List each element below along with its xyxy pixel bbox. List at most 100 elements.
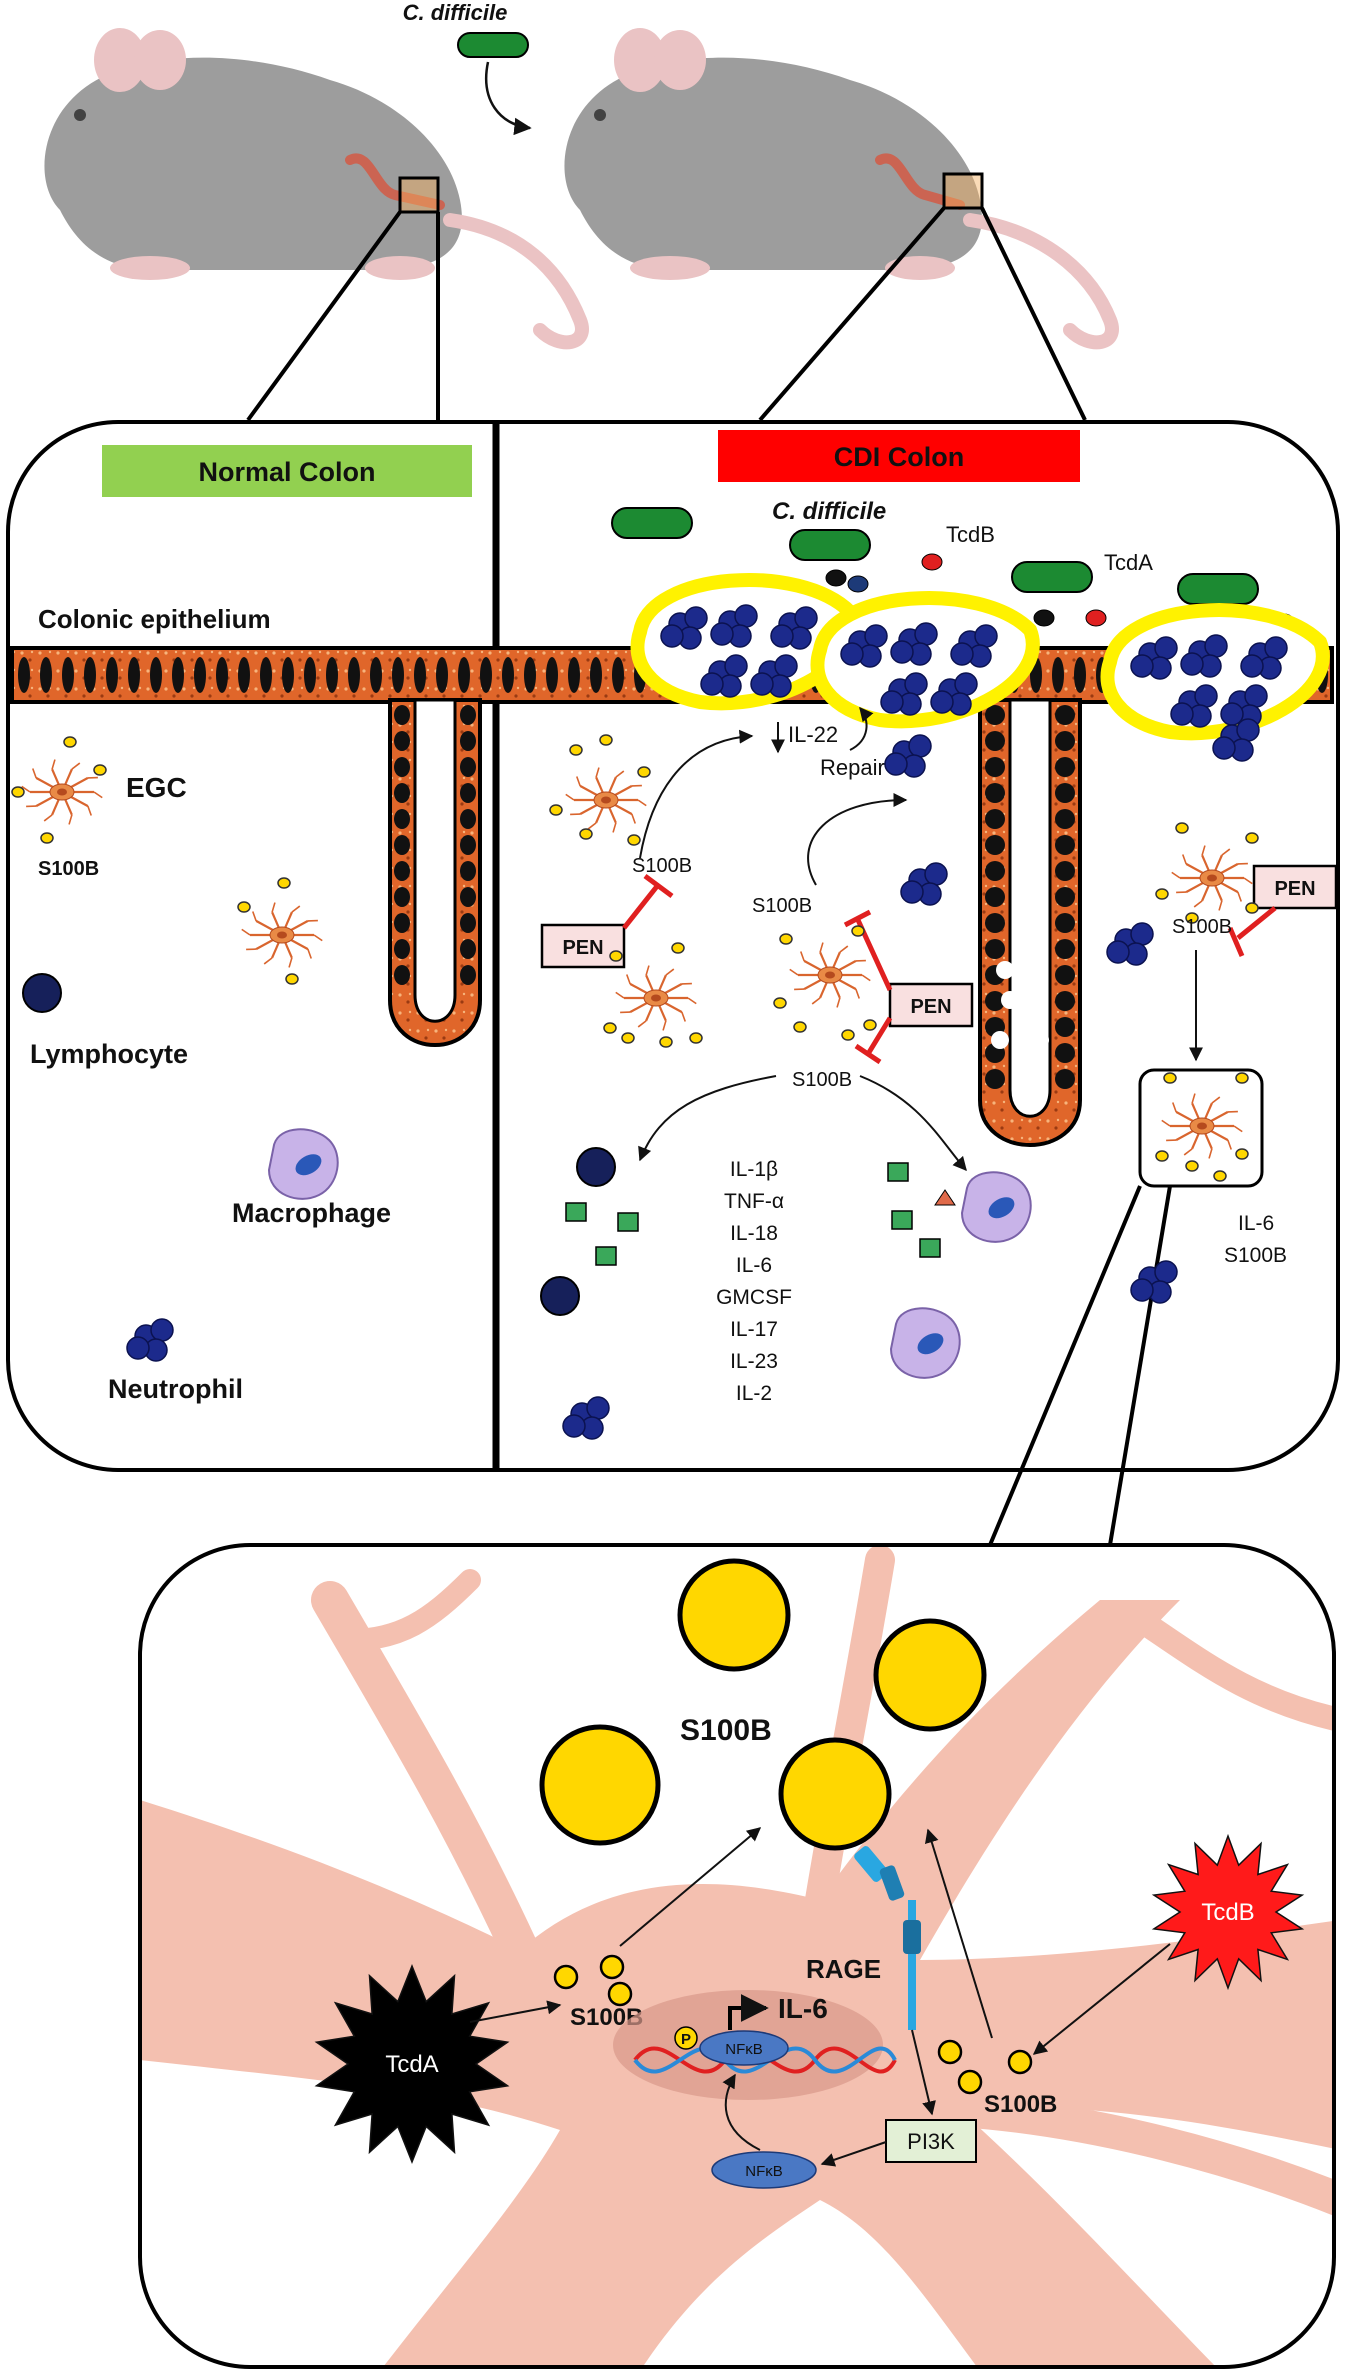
neutrophil-label: Neutrophil (108, 1374, 243, 1404)
egc-zoom-box (1138, 1068, 1264, 1188)
cytokine-triangle (934, 1189, 956, 1206)
mouse-cdi (564, 28, 1119, 350)
epithelial-nucleus (985, 731, 1005, 751)
epithelial-nucleus (985, 757, 1005, 777)
epithelial-nucleus (304, 657, 316, 693)
epithelial-nucleus (436, 657, 448, 693)
epithelial-nucleus (370, 657, 382, 693)
cdi-colon-banner (718, 430, 1080, 482)
enteric-glia-cell-body (142, 1547, 1332, 2365)
s100b-label: S100B (1172, 916, 1232, 938)
cytokine-square (617, 1212, 639, 1232)
macrophage-label: Macrophage (232, 1198, 391, 1228)
lymphocyte-icon (22, 973, 62, 1013)
epithelial-nucleus (1055, 991, 1075, 1011)
epithelial-nucleus (1055, 705, 1075, 725)
cytokine-label: IL-2 (736, 1382, 772, 1405)
epithelial-nucleus (194, 657, 206, 693)
s100b-small (1007, 2049, 1033, 2075)
cytokine-square (891, 1210, 913, 1230)
toxin-particle (1085, 609, 1107, 627)
epithelial-nucleus (460, 835, 476, 855)
epithelial-nucleus (1055, 757, 1075, 777)
rage-label: RAGE (806, 1954, 881, 1984)
s100b-label: S100B (38, 858, 99, 880)
cytokine-square (595, 1246, 617, 1266)
nfkb-free (711, 2151, 817, 2189)
epithelial-nucleus (985, 1069, 1005, 1089)
tcdb-toxin-icon (1151, 1833, 1305, 1991)
epithelial-nucleus (18, 657, 30, 693)
transcription-arrow (728, 1994, 769, 2030)
damage-spot (1031, 1031, 1049, 1049)
normal-colon-banner (102, 445, 472, 497)
svg-text:PEN: PEN (1274, 878, 1315, 900)
s100b-small (957, 2069, 983, 2095)
cytokine-label: TNF-α (724, 1190, 784, 1213)
epithelial-nucleus (460, 809, 476, 829)
egc-cell (549, 734, 651, 846)
cytokine-label: IL-23 (730, 1350, 778, 1373)
bacterium-icon (1011, 561, 1093, 593)
epithelial-nucleus (260, 657, 272, 693)
cytokine-label: IL-18 (730, 1222, 778, 1245)
cytokine-label: IL-1β (730, 1158, 778, 1181)
arrow (722, 2073, 761, 2151)
tcda-toxin-icon (314, 1963, 510, 2165)
epithelial-nucleus (985, 835, 1005, 855)
toxin-particle (1033, 609, 1055, 627)
epithelial-nucleus (985, 991, 1005, 1011)
epithelial-nucleus (1055, 861, 1075, 881)
arrow (619, 1827, 762, 1947)
infection-arrow (485, 61, 532, 136)
epithelial-nucleus (458, 657, 470, 693)
epithelial-nucleus (460, 757, 476, 777)
nfkb-bound (699, 2030, 789, 2066)
epithelial-nucleus (524, 657, 536, 693)
epithelial-nucleus (394, 965, 410, 985)
epithelial-nucleus (348, 657, 360, 693)
epithelial-nucleus (480, 657, 492, 693)
arrow (820, 2141, 887, 2167)
s100b-protein (873, 1618, 987, 1732)
epithelial-nucleus (172, 657, 184, 693)
arrow (638, 1075, 777, 1162)
connector-line (1108, 1185, 1172, 1546)
s100b-protein (778, 1737, 892, 1851)
s100b-small (553, 1964, 579, 1990)
pi3k-label: PI3K (907, 2129, 955, 2154)
epithelial-nucleus (1055, 913, 1075, 933)
damage-spot (996, 961, 1014, 979)
il22-label: IL-22 (788, 722, 838, 747)
epithelial-nucleus (394, 809, 410, 829)
rage-receptor (854, 1846, 921, 2030)
epithelial-nucleus (460, 913, 476, 933)
epithelial-nucleus (1055, 783, 1075, 803)
connector-line (758, 206, 946, 422)
s100b-label: S100B (984, 2091, 1057, 2118)
phosphate-label: P (681, 2031, 691, 2048)
connector-line (246, 210, 402, 422)
nfkb-label: NFκB (745, 2163, 783, 2180)
s100b-protein (677, 1558, 791, 1672)
epithelial-nucleus (612, 657, 624, 693)
epithelial-nucleus (84, 657, 96, 693)
egc-cell (237, 877, 323, 985)
egc-cell (773, 925, 877, 1041)
cytokine-label: IL-6 (736, 1254, 772, 1277)
svg-text:PEN: PEN (910, 996, 951, 1018)
epithelial-nucleus (1055, 939, 1075, 959)
connector-line (980, 207, 1087, 421)
epithelial-nucleus (128, 657, 140, 693)
il6-zoom-label: IL-6 (778, 1993, 828, 2024)
epithelial-nucleus (460, 965, 476, 985)
lymphocyte-icon (576, 1147, 616, 1187)
pi3k-box (885, 2119, 977, 2163)
normal-colon-title: Normal Colon (198, 457, 375, 487)
egc-cell (11, 736, 107, 844)
arrow (1032, 1943, 1171, 2055)
zoom-box-cdi (942, 172, 984, 210)
epithelial-nucleus (1055, 1043, 1075, 1063)
nfkb-label: NFκB (725, 2041, 763, 2058)
cytokine-square (565, 1202, 587, 1222)
